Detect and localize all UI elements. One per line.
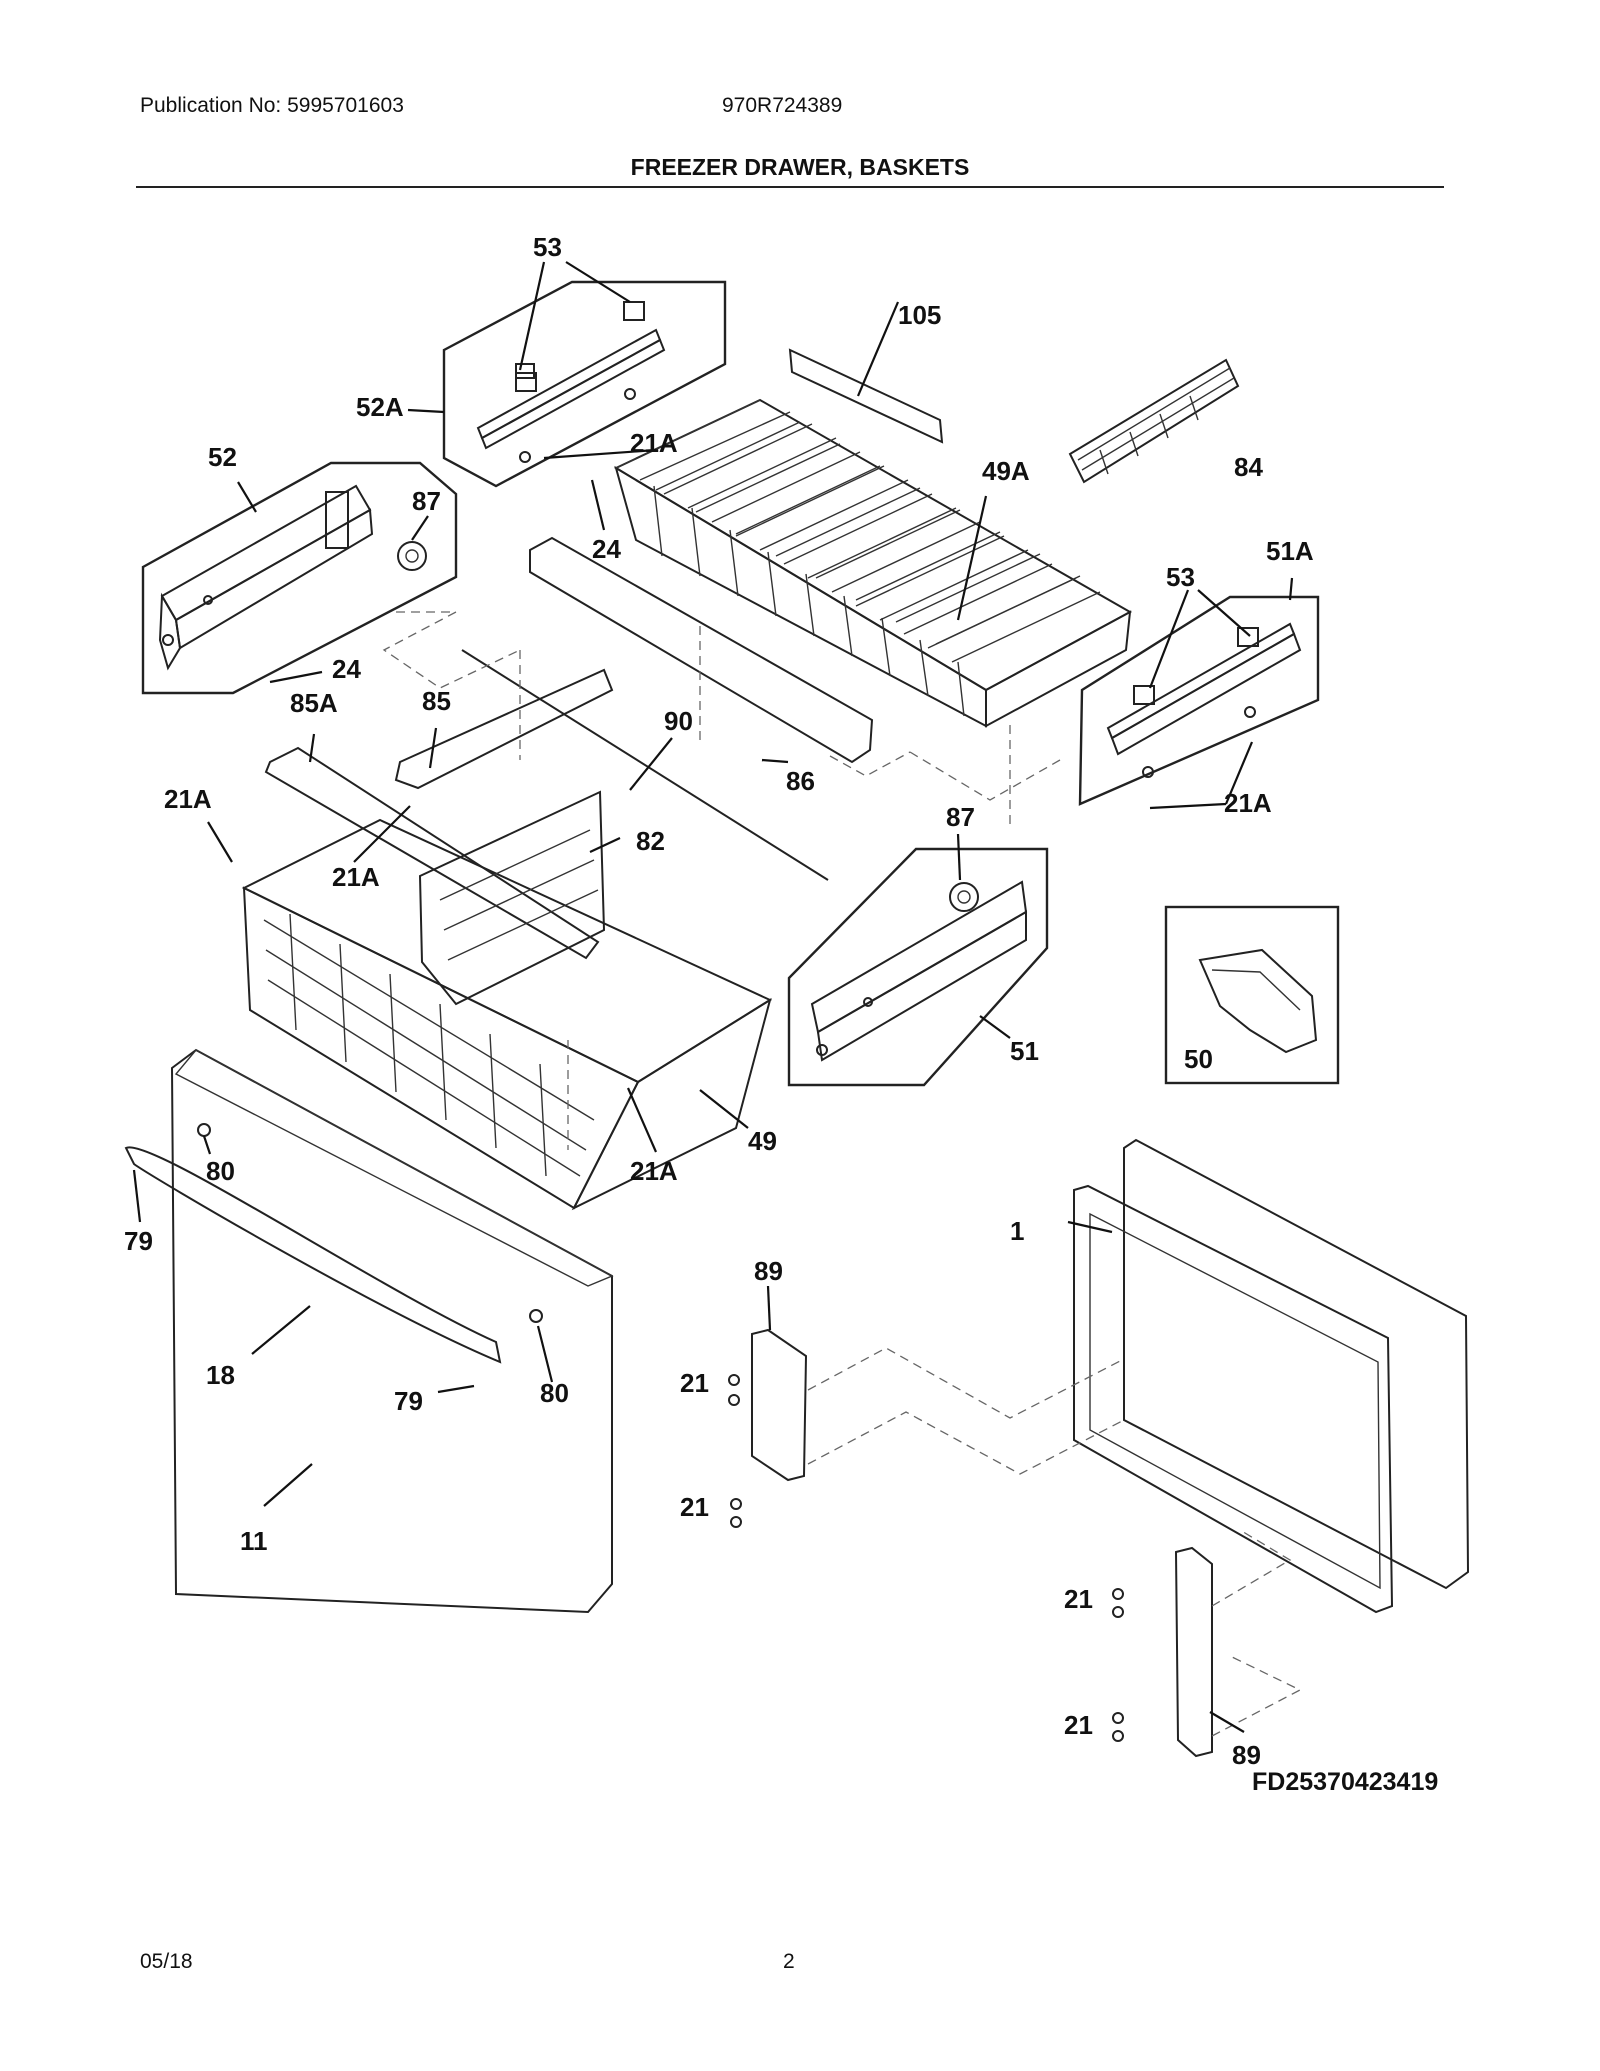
callout-87-left: 87 bbox=[412, 486, 441, 516]
callout-11: 11 bbox=[240, 1526, 268, 1556]
callout-24-left: 24 bbox=[332, 654, 361, 684]
callout-79-left: 79 bbox=[124, 1226, 153, 1256]
gear-87-right bbox=[949, 882, 979, 912]
callout-24-mid: 24 bbox=[592, 534, 621, 564]
callout-21a-right: 21A bbox=[1224, 788, 1272, 818]
callout-21a-left: 21A bbox=[164, 784, 212, 814]
slide-assembly-52 bbox=[158, 484, 427, 671]
callout-87-right: 87 bbox=[946, 802, 975, 832]
slide-assembly-52a-box bbox=[442, 280, 727, 488]
wire-basket-49a bbox=[613, 398, 1133, 728]
callout-86: 86 bbox=[786, 766, 815, 796]
page-number: 2 bbox=[783, 1950, 795, 1973]
rail-assembly-51 bbox=[810, 880, 1028, 1062]
callout-82: 82 bbox=[636, 826, 665, 856]
rear-rail-86 bbox=[529, 536, 874, 764]
model-number: 970R724389 bbox=[722, 94, 843, 117]
callout-1: 1 bbox=[1010, 1216, 1024, 1246]
divider-84 bbox=[1068, 358, 1240, 484]
slide-rail-52a bbox=[476, 301, 666, 463]
callout-49: 49 bbox=[748, 1126, 777, 1156]
slide-assembly-52-box bbox=[141, 461, 458, 695]
callout-53-top: 53 bbox=[533, 232, 562, 262]
callout-21-a: 21 bbox=[680, 1368, 709, 1398]
callout-21a-top: 21A bbox=[630, 428, 678, 458]
endcap-80-top bbox=[197, 1123, 211, 1137]
bracket-89-bottom bbox=[1174, 1546, 1213, 1758]
crossbar-85a bbox=[264, 746, 600, 960]
callout-52: 52 bbox=[208, 442, 237, 472]
bottom-basket-49 bbox=[241, 818, 773, 1211]
callout-84: 84 bbox=[1234, 452, 1263, 482]
callout-18: 18 bbox=[206, 1360, 235, 1390]
callout-85: 85 bbox=[422, 686, 451, 716]
callout-85a: 85A bbox=[290, 688, 338, 718]
screw-21-group bbox=[728, 1374, 1124, 1742]
footer-date: 05/18 bbox=[140, 1950, 193, 1973]
part-50-box bbox=[1164, 905, 1340, 1085]
callout-50: 50 bbox=[1184, 1044, 1213, 1074]
title-rule bbox=[136, 186, 1444, 188]
door-liner-1 bbox=[1073, 1138, 1470, 1614]
callout-105: 105 bbox=[898, 300, 941, 330]
front-rail-105 bbox=[788, 348, 944, 444]
rod-90 bbox=[461, 649, 829, 881]
crossbar-85 bbox=[394, 668, 614, 790]
clip-50 bbox=[1198, 948, 1318, 1054]
callout-21-d: 21 bbox=[1064, 1710, 1093, 1740]
callout-51: 51 bbox=[1010, 1036, 1039, 1066]
slide-rail-51a bbox=[1106, 622, 1302, 778]
alignment-lines bbox=[382, 611, 1302, 1737]
callout-79-bottom: 79 bbox=[394, 1386, 423, 1416]
callout-51a: 51A bbox=[1266, 536, 1314, 566]
page-title: FREEZER DRAWER, BASKETS bbox=[630, 154, 970, 180]
callout-53-right: 53 bbox=[1166, 562, 1195, 592]
callout-21-c: 21 bbox=[1064, 1584, 1093, 1614]
callout-80-top: 80 bbox=[206, 1156, 235, 1186]
handle-18 bbox=[124, 1146, 502, 1364]
callout-52a: 52A bbox=[356, 392, 404, 422]
callout-80-right: 80 bbox=[540, 1378, 569, 1408]
leader-lines bbox=[132, 261, 1294, 1733]
callout-21a-bottom: 21A bbox=[630, 1156, 678, 1186]
drawer-front-11 bbox=[170, 1048, 614, 1614]
diagram-code: FD25370423419 bbox=[1252, 1768, 1439, 1796]
bracket-89-top bbox=[751, 1328, 808, 1482]
callout-21-b: 21 bbox=[680, 1492, 709, 1522]
small-basket-82 bbox=[418, 790, 606, 1006]
callout-90: 90 bbox=[664, 706, 693, 736]
callout-89-top: 89 bbox=[754, 1256, 783, 1286]
publication-number: Publication No: 5995701603 bbox=[140, 94, 404, 117]
callout-49a: 49A bbox=[982, 456, 1030, 486]
callout-89-bottom: 89 bbox=[1232, 1740, 1261, 1770]
slide-assembly-51a-box bbox=[1078, 595, 1320, 806]
rail-assembly-51-box bbox=[787, 847, 1049, 1087]
callout-21a-mid: 21A bbox=[332, 862, 380, 892]
endcap-80-right bbox=[529, 1309, 543, 1323]
